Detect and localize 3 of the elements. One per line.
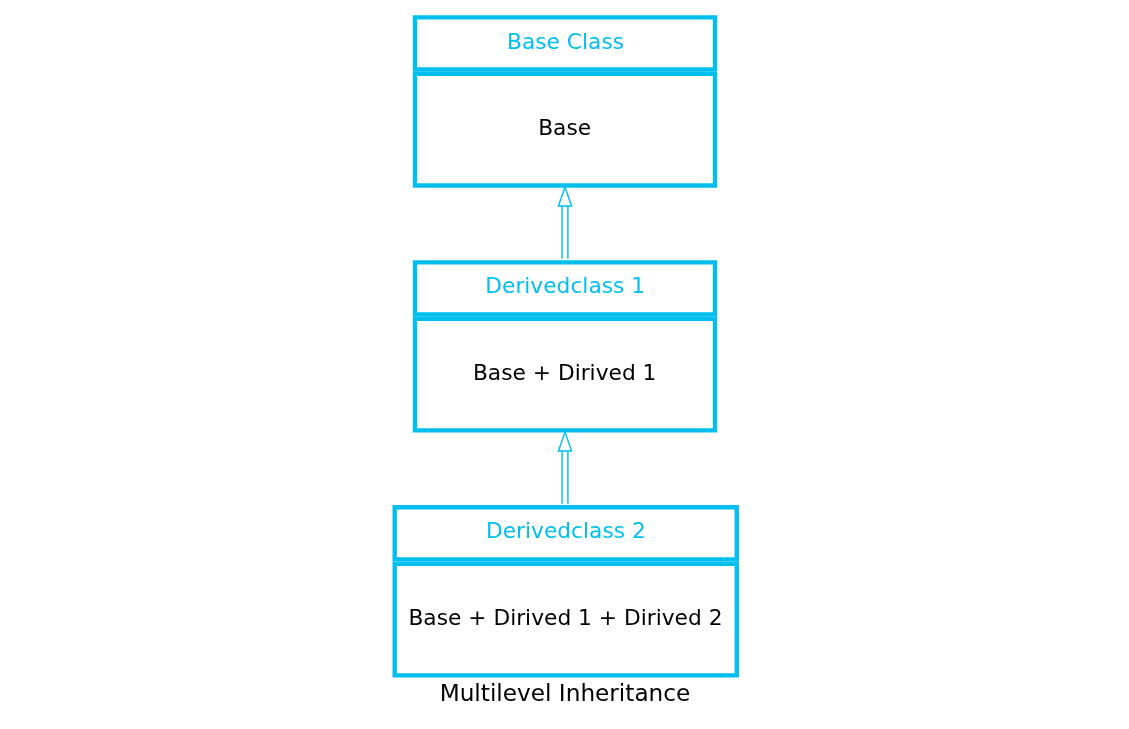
- arrow: [556, 429, 573, 505]
- caption: Multilevel Inheritance: [439, 679, 690, 707]
- arrow: [556, 184, 573, 260]
